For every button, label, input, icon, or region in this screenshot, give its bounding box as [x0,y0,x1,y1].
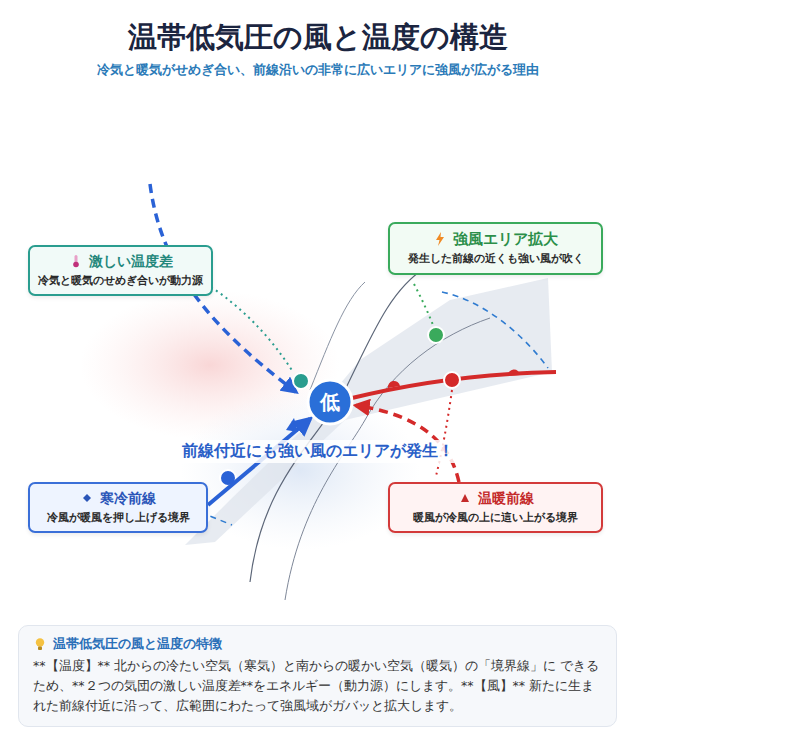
box-heading-row: 強風エリア拡大 [398,229,593,249]
box-body: 発生した前線の近くも強い風が吹く [398,251,593,266]
wind-dashed-line [442,292,548,368]
box-body: 冷気と暖気のせめぎ合いが動力源 [38,273,203,288]
isobar [250,268,425,582]
icon [33,637,47,651]
leader-line [211,287,293,372]
box-heading-row: 激しい温度差 [38,252,203,271]
panel-body: **【温度】** 北からの冷たい空気（寒気）と南からの暖かい空気（暖気）の「境界… [33,656,602,716]
warm-front-symbol [388,381,400,388]
box-body: 暖風が冷風の上に這い上がる境界 [398,510,593,525]
strong-wind-zone [185,278,552,545]
callout-box: 激しい温度差冷気と暖気のせめぎ合いが動力源 [28,245,213,296]
callout-box: 温暖前線暖風が冷風の上に這い上がる境界 [388,482,603,533]
panel-heading: 温帯低気圧の風と温度の特徴 [53,635,222,653]
icon [80,491,94,505]
icon [458,491,472,505]
isobar [310,282,365,390]
leader-line [414,284,433,325]
low-pressure-center: 低 [308,380,352,424]
center-symbol: 低 [320,389,340,416]
box-heading: 激しい温度差 [89,252,173,271]
warm-front-line [352,372,556,398]
marker-dot [444,372,460,388]
marker-dot [428,327,444,343]
leader-line [436,390,452,476]
annotation: 前線付近にも強い風のエリアが発生！ [178,440,458,463]
box-heading: 強風エリア拡大 [453,229,558,249]
box-body: 冷風が暖風を押し上げる境界 [38,510,198,525]
panel-heading-row: 温帯低気圧の風と温度の特徴 [33,635,602,653]
box-heading-row: 寒冷前線 [38,489,198,508]
box-heading: 寒冷前線 [100,489,156,508]
callout-box: 寒冷前線冷風が暖風を押し上げる境界 [28,482,208,533]
box-heading: 温暖前線 [478,489,534,508]
marker-dot [293,373,309,389]
subtitle: 冷気と暖気がせめぎ合い、前線沿いの非常に広いエリアに強風が広がる理由 [0,61,636,79]
warm-front-symbol [508,369,520,376]
box-heading-row: 温暖前線 [398,489,593,508]
info-panel: 温帯低気圧の風と温度の特徴 **【温度】** 北からの冷たい空気（寒気）と南からの… [18,625,617,727]
callout-box: 強風エリア拡大発生した前線の近くも強い風が吹く [388,222,603,275]
icon [433,232,447,246]
icon [69,254,83,268]
title: 温帯低気圧の風と温度の構造 [0,18,636,58]
